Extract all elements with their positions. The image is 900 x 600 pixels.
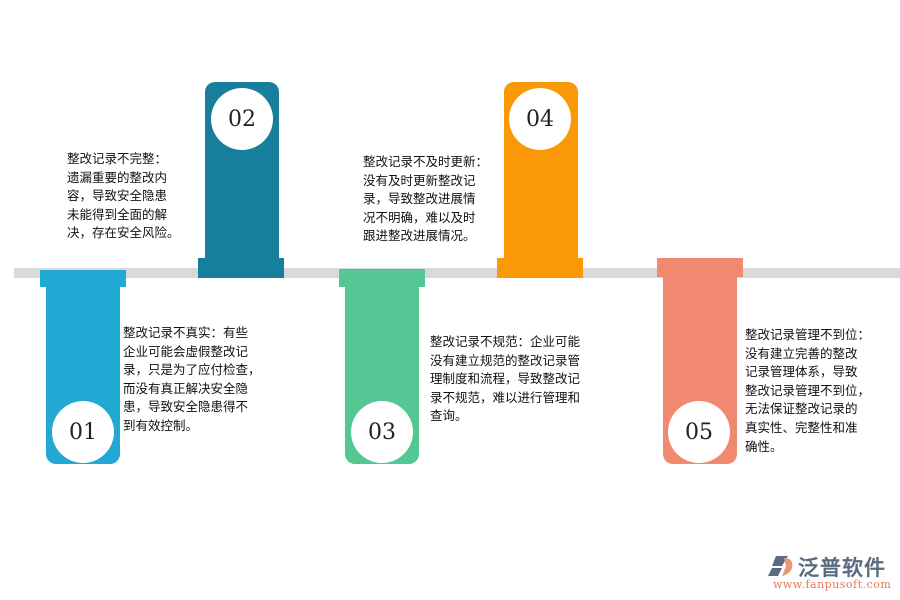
- logo-url: www.fanpusoft.com: [773, 578, 892, 591]
- fanpu-logo-icon: [768, 556, 793, 576]
- description-04: 整改记录不及时更新： 没有及时更新整改记 录，导致整改进展情 况不明确，难以及时…: [363, 154, 489, 244]
- brand-logo: 泛普软件 www.fanpusoft.com: [768, 552, 893, 592]
- step-number-03: 03: [351, 401, 413, 463]
- pillar-cap-02: [198, 258, 284, 278]
- step-number-04: 04: [509, 88, 571, 150]
- description-01: 整改记录不真实：有些 企业可能会虚假整改记 录，只是为了应付检查， 而没有真正解…: [123, 325, 261, 433]
- pillar-cap-04: [497, 258, 583, 278]
- step-number-05: 05: [668, 401, 730, 463]
- description-03: 整改记录不规范：企业可能 没有建立规范的整改记录管 理制度和流程，导致整改记 录…: [430, 334, 581, 424]
- logo-name: 泛普软件: [798, 556, 886, 580]
- description-05: 整改记录管理不到位： 没有建立完善的整改 记录管理体系，导致 整改记录管理不到位…: [745, 327, 871, 454]
- pillar-cap-01: [40, 270, 126, 287]
- timeline-bar: [14, 268, 900, 278]
- step-number-02: 02: [211, 88, 273, 150]
- pillar-cap-03: [339, 269, 425, 287]
- pillar-cap-05: [657, 258, 743, 277]
- step-number-01: 01: [52, 401, 114, 463]
- description-02: 整改记录不完整： 遗漏重要的整改内 容，导致安全隐患 未能得到全面的解 决，存在…: [67, 151, 180, 241]
